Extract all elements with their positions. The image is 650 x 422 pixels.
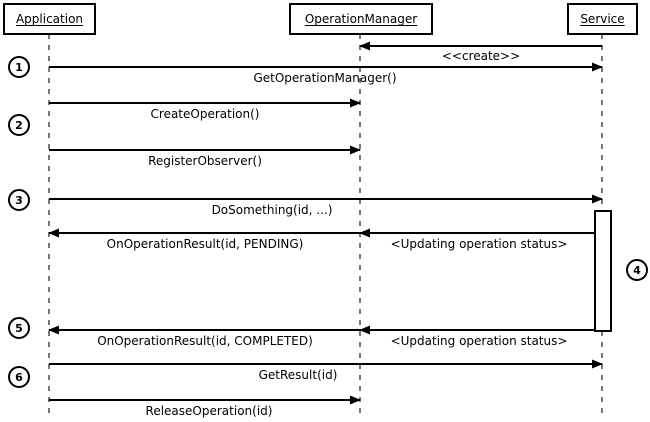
lifelines-layer bbox=[48, 34, 603, 416]
step-marker-1: 1 bbox=[8, 56, 30, 78]
message-label-1: GetOperationManager() bbox=[253, 71, 396, 85]
step-marker-number-6: 6 bbox=[15, 371, 23, 384]
participant-box-operationmanager bbox=[289, 3, 433, 35]
message-1: GetOperationManager() bbox=[49, 62, 603, 85]
step-marker-number-2: 2 bbox=[15, 119, 23, 132]
message-label-5: <Updating operation status> bbox=[391, 237, 568, 251]
message-label-0: <<create>> bbox=[442, 49, 520, 63]
message-0: <<create>> bbox=[359, 41, 602, 63]
message-4: DoSomething(id, ...) bbox=[49, 194, 603, 217]
message-label-2: CreateOperation() bbox=[151, 107, 260, 121]
message-9: GetResult(id) bbox=[49, 359, 603, 382]
message-10: ReleaseOperation(id) bbox=[49, 395, 361, 418]
participant-label-application: Application bbox=[16, 12, 83, 26]
message-7: <Updating operation status> bbox=[359, 325, 595, 348]
participant-label-service: Service bbox=[580, 12, 624, 26]
step-marker-number-1: 1 bbox=[15, 61, 23, 74]
participant-label-operationmanager: OperationManager bbox=[305, 12, 417, 26]
step-marker-circle-4 bbox=[626, 259, 648, 281]
participant-operationmanager[interactable]: OperationManager bbox=[289, 3, 433, 35]
activation-bar-service bbox=[594, 210, 612, 332]
step-marker-circle-6 bbox=[8, 366, 30, 388]
step-marker-number-3: 3 bbox=[15, 194, 23, 207]
participant-application[interactable]: Application bbox=[3, 3, 96, 35]
message-label-6: OnOperationResult(id, PENDING) bbox=[107, 237, 304, 251]
participants-layer: Application OperationManager Service bbox=[3, 3, 638, 35]
step-marker-number-5: 5 bbox=[15, 322, 23, 335]
participant-box-service bbox=[567, 3, 638, 35]
step-marker-5: 5 bbox=[8, 317, 30, 339]
message-label-10: ReleaseOperation(id) bbox=[146, 404, 273, 418]
message-label-3: RegisterObserver() bbox=[148, 154, 262, 168]
message-label-7: <Updating operation status> bbox=[391, 334, 568, 348]
message-label-8: OnOperationResult(id, COMPLETED) bbox=[97, 334, 313, 348]
message-label-4: DoSomething(id, ...) bbox=[212, 203, 333, 217]
activations-layer bbox=[594, 210, 612, 332]
step-marker-3: 3 bbox=[8, 189, 30, 211]
step-marker-number-4: 4 bbox=[633, 264, 641, 277]
message-5: <Updating operation status> bbox=[359, 228, 595, 251]
step-marker-4: 4 bbox=[626, 259, 648, 281]
message-8: OnOperationResult(id, COMPLETED) bbox=[48, 325, 360, 348]
participant-box-application bbox=[3, 3, 96, 35]
step-marker-6: 6 bbox=[8, 366, 30, 388]
step-marker-circle-3 bbox=[8, 189, 30, 211]
step-marker-circle-5 bbox=[8, 317, 30, 339]
step-markers-layer: 1 2 3 4 5 6 bbox=[8, 56, 648, 388]
message-label-9: GetResult(id) bbox=[259, 368, 338, 382]
step-marker-circle-1 bbox=[8, 56, 30, 78]
participant-service[interactable]: Service bbox=[567, 3, 638, 35]
message-2: CreateOperation() bbox=[49, 98, 361, 121]
message-3: RegisterObserver() bbox=[49, 145, 361, 168]
step-marker-2: 2 bbox=[8, 114, 30, 136]
messages-layer: <<create>> GetOperationManager() CreateOpe… bbox=[48, 41, 603, 418]
step-marker-circle-2 bbox=[8, 114, 30, 136]
message-6: OnOperationResult(id, PENDING) bbox=[48, 228, 360, 251]
